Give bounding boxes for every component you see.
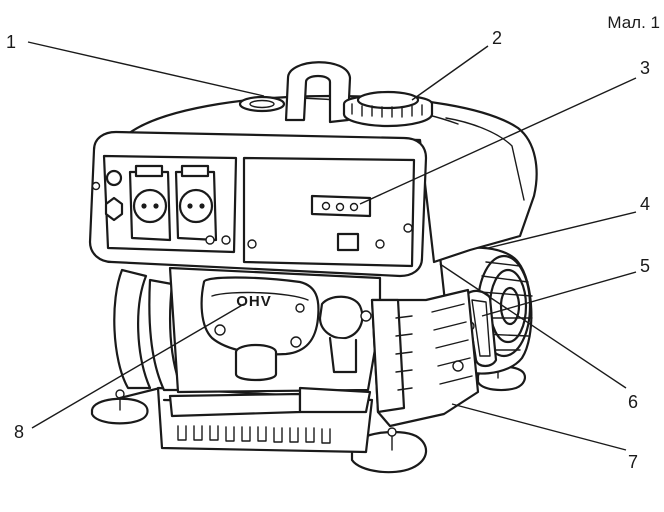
ac-outlets bbox=[91, 164, 231, 245]
circuit-breaker-button bbox=[105, 169, 123, 187]
ohv-label: OHV bbox=[236, 293, 272, 310]
engine-block: OHV bbox=[113, 266, 382, 418]
callout-5: 5 bbox=[640, 256, 650, 276]
outlet-right bbox=[174, 164, 218, 242]
control-panel bbox=[247, 194, 413, 252]
fuel-tank-cap bbox=[342, 90, 434, 128]
callout-4: 4 bbox=[640, 194, 650, 214]
top-vent bbox=[238, 95, 286, 113]
callout-3: 3 bbox=[640, 58, 650, 78]
callout-numbers: 1 2 3 4 5 6 7 8 bbox=[6, 28, 650, 472]
frame-ribs bbox=[177, 425, 331, 444]
callout-1: 1 bbox=[6, 32, 16, 52]
cylinder-head-cover bbox=[200, 276, 320, 356]
side-shroud bbox=[360, 288, 480, 428]
eco-switch bbox=[336, 232, 360, 252]
ground-terminal bbox=[104, 196, 124, 222]
callout-8: 8 bbox=[14, 422, 24, 442]
callout-2: 2 bbox=[492, 28, 502, 48]
callout-leaders bbox=[27, 41, 637, 451]
outlet-left bbox=[128, 164, 172, 242]
callout-6: 6 bbox=[628, 392, 638, 412]
figure-label: Мал. 1 bbox=[607, 13, 660, 32]
callout-7: 7 bbox=[628, 452, 638, 472]
